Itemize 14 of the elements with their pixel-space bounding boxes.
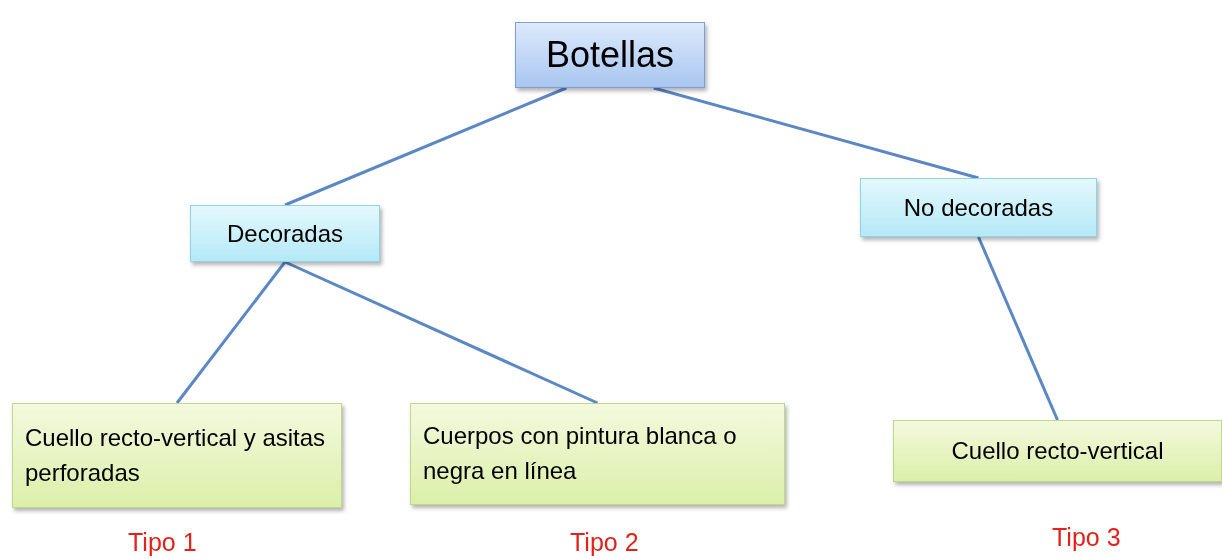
type-label: Tipo 3 xyxy=(1052,523,1121,552)
connector-line xyxy=(284,260,599,405)
type-box: Cuello recto-vertical y asitas perforadas xyxy=(12,403,342,508)
connector-line xyxy=(284,86,567,207)
type-box: Cuerpos con pintura blanca o negra en línea xyxy=(410,403,785,505)
category-box: No decoradas xyxy=(860,178,1097,237)
connector-line xyxy=(977,236,1059,421)
connector-line xyxy=(175,261,287,404)
category-box: Decoradas xyxy=(190,205,380,262)
type-label: Tipo 1 xyxy=(128,528,197,557)
type-label: Tipo 2 xyxy=(570,528,639,557)
title-box: Botellas xyxy=(515,22,705,88)
connector-line xyxy=(653,86,979,180)
type-box: Cuello recto-vertical xyxy=(893,420,1222,482)
